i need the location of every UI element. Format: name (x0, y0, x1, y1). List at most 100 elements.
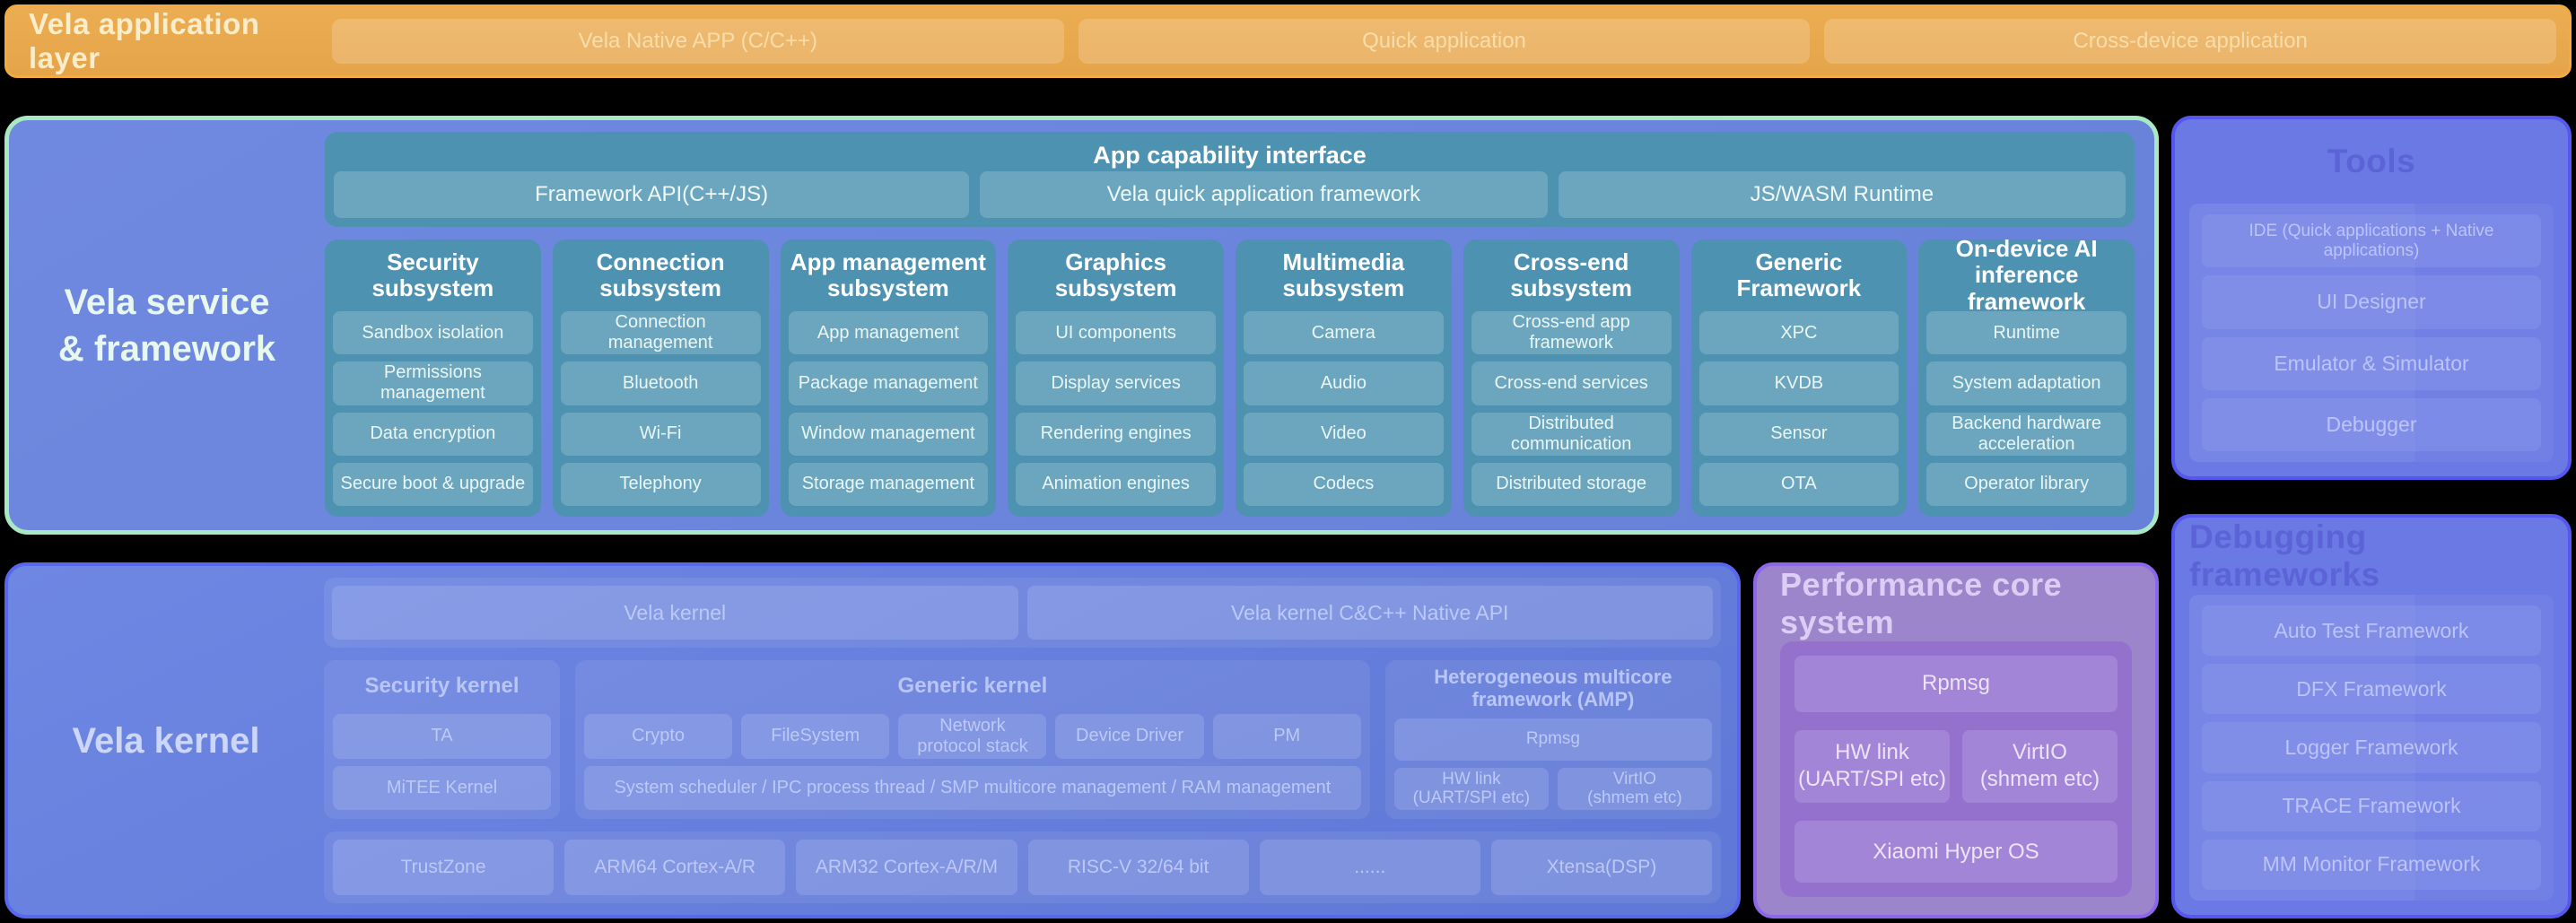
chip-kvdb: KVDB (1698, 361, 1899, 405)
chip-audio: Audio (1244, 361, 1444, 405)
chip-virtio-performance: VirtIO (shmem etc) (1962, 729, 2118, 804)
chip-camera: Camera (1244, 311, 1444, 355)
chip-ta: TA (333, 714, 552, 759)
subsystem-multimedia: Multimedia subsystem Camera Audio Video … (1236, 239, 1452, 517)
chip-codecs: Codecs (1244, 462, 1444, 506)
chip-display-services: Display services (1016, 361, 1216, 405)
chip-window-management: Window management (788, 412, 989, 456)
kernel-api-bar: Vela kernel Vela kernel C&C++ Native API (324, 578, 1721, 648)
chip-storage-management: Storage management (788, 462, 989, 506)
chip-telephony: Telephony (560, 462, 761, 506)
chip-system-adaptation: System adaptation (1926, 361, 2126, 405)
amp-framework-panel: Heterogeneous multicore framework (AMP) … (1384, 660, 1721, 819)
subsystem-graphics: Graphics subsystem UI components Display… (1008, 239, 1224, 517)
subsystem-columns: Security subsystem Sandbox isolation Per… (325, 235, 2135, 517)
chip-sensor: Sensor (1698, 412, 1899, 456)
left-column: Vela service & framework App capability … (4, 116, 2159, 919)
generic-kernel-title: Generic kernel (897, 674, 1048, 699)
chip-riscv: RISC-V 32/64 bit (1027, 840, 1249, 895)
chip-rpmsg-kernel: Rpmsg (1393, 718, 1712, 761)
debug-trace-framework: TRACE Framework (2202, 780, 2541, 832)
chip-system-scheduler: System scheduler / IPC process thread / … (584, 765, 1361, 810)
tools-panel: IDE (Quick applications + Native applica… (2189, 204, 2554, 462)
debug-mm-monitor-framework: MM Monitor Framework (2202, 839, 2541, 891)
tool-emulator-simulator: Emulator & Simulator (2202, 336, 2541, 390)
subsystem-security-title: Security subsystem (371, 248, 494, 301)
chip-vela-kernel: Vela kernel (332, 586, 1018, 640)
subsystem-connection-title: Connection subsystem (596, 248, 725, 301)
chip-distributed-communication: Distributed communication (1471, 412, 1672, 456)
main-area: Vela service & framework App capability … (4, 116, 2572, 919)
chip-app-management: App management (788, 311, 989, 355)
debug-logger-framework: Logger Framework (2202, 722, 2541, 773)
chip-connection-management: Connection management (560, 311, 761, 355)
chip-mitee-kernel: MiTEE Kernel (333, 765, 552, 810)
service-framework-label: Vela service & framework (57, 282, 276, 369)
chip-bluetooth: Bluetooth (560, 361, 761, 405)
subsystem-security: Security subsystem Sandbox isolation Per… (325, 239, 541, 517)
chip-framework-api: Framework API(C++/JS) (334, 171, 970, 218)
subsystem-ai-inference-title: On-device AI inference framework (1955, 235, 2098, 315)
subsystem-app-management-title: App management subsystem (790, 248, 986, 301)
security-kernel-panel: Security kernel TA MiTEE Kernel (324, 660, 561, 819)
debugging-frameworks-title: Debugging frameworks (2189, 518, 2380, 593)
chip-hw-link-performance: HW link (UART/SPI etc) (1794, 729, 1950, 804)
chip-wifi: Wi-Fi (560, 412, 761, 456)
service-framework-section: Vela service & framework App capability … (4, 116, 2159, 535)
chip-virtio-kernel: VirtIO (shmem etc) (1557, 767, 1712, 810)
chip-trustzone: TrustZone (333, 840, 554, 895)
application-layer-title: Vela application layer (29, 7, 260, 74)
security-kernel-title: Security kernel (364, 674, 520, 699)
subsystem-ai-inference: On-device AI inference framework Runtime… (1918, 235, 2135, 517)
performance-core-system-box: Performance core system Rpmsg HW link (U… (1753, 562, 2159, 919)
app-capability-interface-panel: App capability interface Framework API(C… (325, 132, 2135, 227)
service-framework-content: App capability interface Framework API(C… (325, 120, 2154, 530)
app-box-native-app: Vela Native APP (C/C++) (332, 19, 1064, 64)
app-capability-chips: Framework API(C++/JS) Vela quick applica… (334, 171, 2126, 218)
chip-hw-link-kernel: HW link (UART/SPI etc) (1393, 767, 1549, 810)
kernel-panels: Security kernel TA MiTEE Kernel Generic … (324, 660, 1721, 819)
application-layer-band: Vela application layer Vela Native APP (… (4, 4, 2572, 78)
chip-crypto: Crypto (584, 714, 733, 759)
performance-core-system-panel: Rpmsg HW link (UART/SPI etc) VirtIO (shm… (1780, 641, 2132, 897)
chip-secure-boot-upgrade: Secure boot & upgrade (333, 462, 533, 506)
chip-arm32-cortex: ARM32 Cortex-A/R/M (796, 840, 1017, 895)
chip-cross-end-app-framework: Cross-end app framework (1471, 311, 1672, 355)
subsystem-generic-framework: Generic Framework XPC KVDB Sensor OTA (1690, 239, 1908, 517)
debug-auto-test-framework: Auto Test Framework (2202, 605, 2541, 657)
chip-package-management: Package management (788, 361, 989, 405)
hardware-bar: TrustZone ARM64 Cortex-A/R ARM32 Cortex-… (324, 832, 1721, 903)
debugging-frameworks-box: Debugging frameworks Auto Test Framework… (2171, 514, 2572, 919)
chip-ellipsis: ...... (1259, 840, 1480, 895)
tool-ide: IDE (Quick applications + Native applica… (2202, 214, 2541, 268)
chip-vela-kernel-native-api: Vela kernel C&C++ Native API (1026, 586, 1713, 640)
debugging-frameworks-panel: Auto Test Framework DFX Framework Logger… (2189, 595, 2554, 901)
vela-kernel-section: Vela kernel Vela kernel Vela kernel C&C+… (4, 562, 1741, 919)
chip-rpmsg-performance: Rpmsg (1794, 656, 2118, 712)
debug-dfx-framework: DFX Framework (2202, 664, 2541, 715)
chip-data-encryption: Data encryption (333, 412, 533, 456)
chip-backend-hardware-acceleration: Backend hardware acceleration (1926, 412, 2126, 456)
chip-ota: OTA (1698, 462, 1899, 506)
chip-video: Video (1244, 412, 1444, 456)
performance-core-system-title: Performance core system (1780, 566, 2063, 640)
chip-rendering-engines: Rendering engines (1016, 412, 1216, 456)
subsystem-app-management: App management subsystem App management … (780, 239, 997, 517)
chip-xiaomi-hyper-os: Xiaomi Hyper OS (1794, 821, 2118, 883)
chip-xpc: XPC (1698, 311, 1899, 355)
chip-animation-engines: Animation engines (1016, 462, 1216, 506)
chip-pm: PM (1212, 714, 1361, 759)
tools-title: Tools (2327, 143, 2416, 179)
app-capability-interface-title: App capability interface (1093, 141, 1367, 169)
right-column: Tools IDE (Quick applications + Native a… (2171, 116, 2572, 919)
chip-permissions-management: Permissions management (333, 361, 533, 405)
vela-kernel-content: Vela kernel Vela kernel C&C++ Native API… (324, 566, 1737, 915)
subsystem-cross-end-title: Cross-end subsystem (1510, 248, 1633, 301)
subsystem-generic-framework-title: Generic Framework (1736, 248, 1862, 301)
chip-network-protocol-stack: Network protocol stack (898, 714, 1047, 759)
chip-runtime: Runtime (1926, 311, 2126, 355)
chip-xtensa-dsp: Xtensa(DSP) (1490, 840, 1713, 895)
vela-kernel-label: Vela kernel (72, 720, 260, 761)
chip-cross-end-services: Cross-end services (1471, 361, 1672, 405)
